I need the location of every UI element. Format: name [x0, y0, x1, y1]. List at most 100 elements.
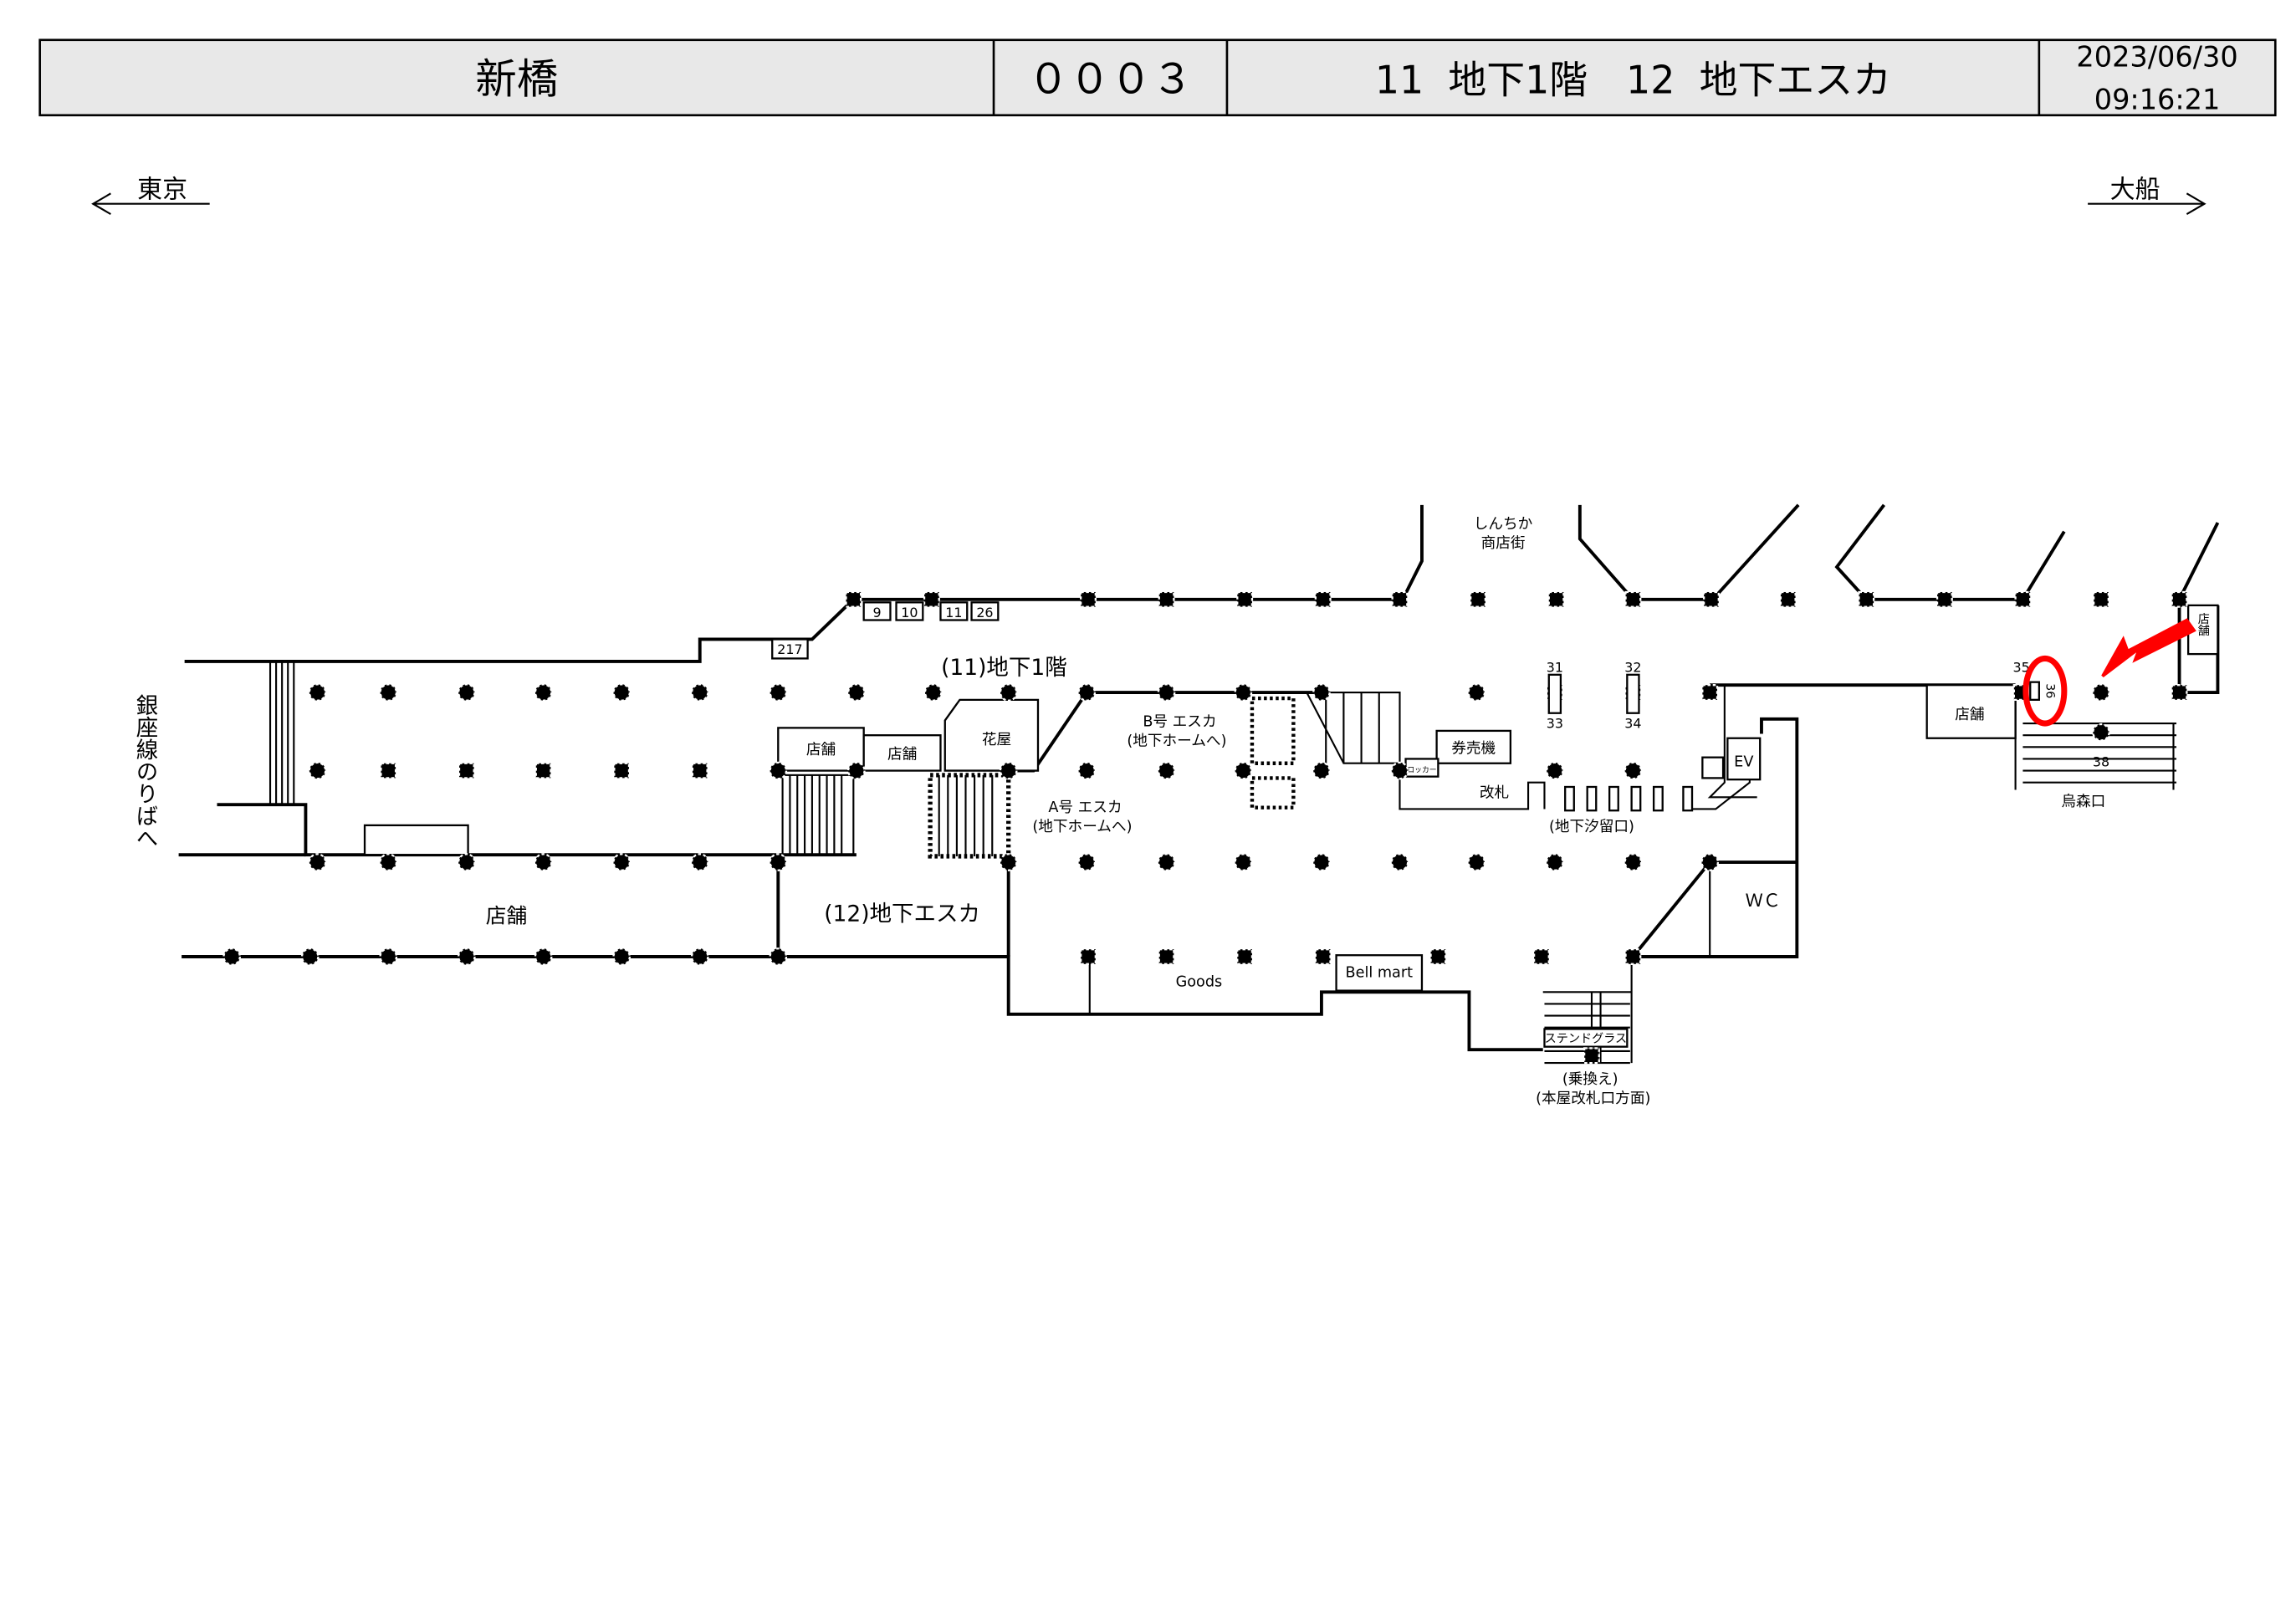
square-pillar	[1158, 948, 1175, 965]
square-pillar	[1624, 590, 1642, 608]
flower-shop	[943, 698, 1040, 772]
square-pillar	[458, 762, 475, 779]
gate-label: 改札	[1480, 784, 1509, 801]
round-pillar	[690, 683, 709, 702]
round-pillar	[612, 853, 632, 871]
highlight-marker	[2022, 618, 2196, 727]
shop-1-label: 店舗	[806, 741, 836, 758]
round-pillar	[2092, 683, 2110, 702]
direction-left-label: 東京	[137, 176, 187, 205]
date: 2023/06/30	[2076, 41, 2237, 74]
round-pillar	[1234, 761, 1253, 780]
round-pillar	[1157, 683, 1176, 702]
a-esca-sub: (地下ホームへ)	[1032, 818, 1132, 835]
square-pillar	[1701, 684, 1719, 701]
shiodome-label: (地下汐留口)	[1549, 818, 1634, 835]
square-pillar	[1236, 590, 1254, 608]
round-pillar	[999, 683, 1018, 702]
highlight-arrow-icon	[2101, 618, 2196, 678]
round-pillar	[923, 683, 943, 702]
round-pillar	[847, 683, 866, 702]
round-pillar	[1157, 761, 1176, 780]
round-pillar	[690, 853, 709, 871]
bellmart-label: Bell mart	[1345, 965, 1413, 982]
stained-glass-label: ステンドグラス	[1545, 1032, 1627, 1045]
round-pillar	[534, 853, 553, 871]
b1-label: (11)地下1階	[941, 655, 1067, 681]
round-pillar	[1624, 761, 1643, 780]
square-pillar	[613, 762, 631, 779]
direction-right: 大船	[2088, 176, 2207, 215]
round-pillar	[534, 947, 553, 966]
station-code: ０００３	[1028, 54, 1194, 103]
ad-38: 38	[2093, 753, 2109, 769]
square-pillar	[1470, 590, 1487, 608]
square-pillar	[1314, 590, 1332, 608]
locker-label: ロッカー	[1407, 765, 1436, 774]
square-pillar	[380, 762, 397, 779]
ad-9: 9	[873, 605, 882, 620]
round-pillar	[308, 853, 327, 871]
round-pillar	[1234, 853, 1253, 871]
ad-11: 11	[945, 605, 962, 620]
square-pillar	[1158, 590, 1175, 608]
transfer-label: (乗換え)	[1562, 1070, 1618, 1088]
round-pillar	[612, 947, 632, 966]
square-pillar	[1236, 948, 1254, 965]
b-esca-sub: (地下ホームへ)	[1127, 733, 1226, 750]
round-pillar	[1312, 683, 1331, 702]
round-pillar	[1467, 683, 1486, 702]
square-pillar	[534, 762, 552, 779]
esca-label: (12)地下エスカ	[824, 901, 980, 927]
square-pillar	[1532, 948, 1550, 965]
elevator-label: EV	[1734, 753, 1753, 770]
square-pillar	[1583, 1047, 1600, 1065]
round-pillar	[612, 683, 632, 702]
square-pillar	[1858, 590, 1875, 608]
square-pillar	[2093, 590, 2109, 608]
ticket-machine	[1435, 729, 1512, 764]
a-esca-label: A号 エスカ	[1048, 799, 1122, 816]
shop-right	[1925, 684, 2017, 739]
karasumori-label: 烏森口	[2061, 793, 2105, 810]
ad-36: 36	[2043, 683, 2057, 698]
gate-machines	[1564, 785, 1694, 812]
round-pillar	[1077, 761, 1097, 780]
ad-31: 31	[1547, 659, 1563, 675]
ad-217: 217	[777, 641, 802, 657]
arrow-left-icon	[91, 192, 210, 215]
shop-right-label: 店舗	[1955, 706, 1984, 723]
square-pillar	[1080, 590, 1097, 608]
round-pillar	[1234, 683, 1253, 702]
round-pillar	[847, 761, 866, 780]
b-esca-label: B号 エスカ	[1143, 714, 1216, 731]
square-pillar	[2014, 590, 2032, 608]
round-pillar	[1700, 853, 1720, 871]
transfer-sub: (本屋改札口方面)	[1536, 1090, 1650, 1107]
round-pillar	[534, 683, 553, 702]
square-pillar	[1779, 590, 1797, 608]
ad-35: 35	[2013, 659, 2030, 675]
ad-26: 26	[976, 605, 993, 620]
square-pillar	[1935, 590, 1953, 608]
round-pillar	[308, 761, 327, 780]
round-pillar	[1390, 853, 1409, 871]
floor-title: 11 地下1階 12 地下エスカ	[1375, 57, 1891, 102]
highlight-circle	[2022, 655, 2068, 727]
round-pillar	[769, 683, 788, 702]
round-pillar	[308, 683, 327, 702]
round-pillar	[300, 947, 320, 966]
shinchika-label: しんちか	[1474, 516, 1533, 533]
round-pillar	[1467, 853, 1486, 871]
ginza-line-label: 銀座線のりばへ	[131, 694, 157, 849]
square-pillar	[1080, 948, 1097, 965]
square-pillar	[1429, 948, 1447, 965]
square-pillar	[1314, 948, 1332, 965]
square-pillar	[923, 590, 940, 608]
round-pillar	[690, 947, 709, 966]
round-pillar	[457, 853, 476, 871]
round-pillar	[2092, 723, 2110, 742]
time: 09:16:21	[2094, 84, 2221, 116]
round-pillar	[769, 947, 788, 966]
square-pillar	[1391, 590, 1409, 608]
